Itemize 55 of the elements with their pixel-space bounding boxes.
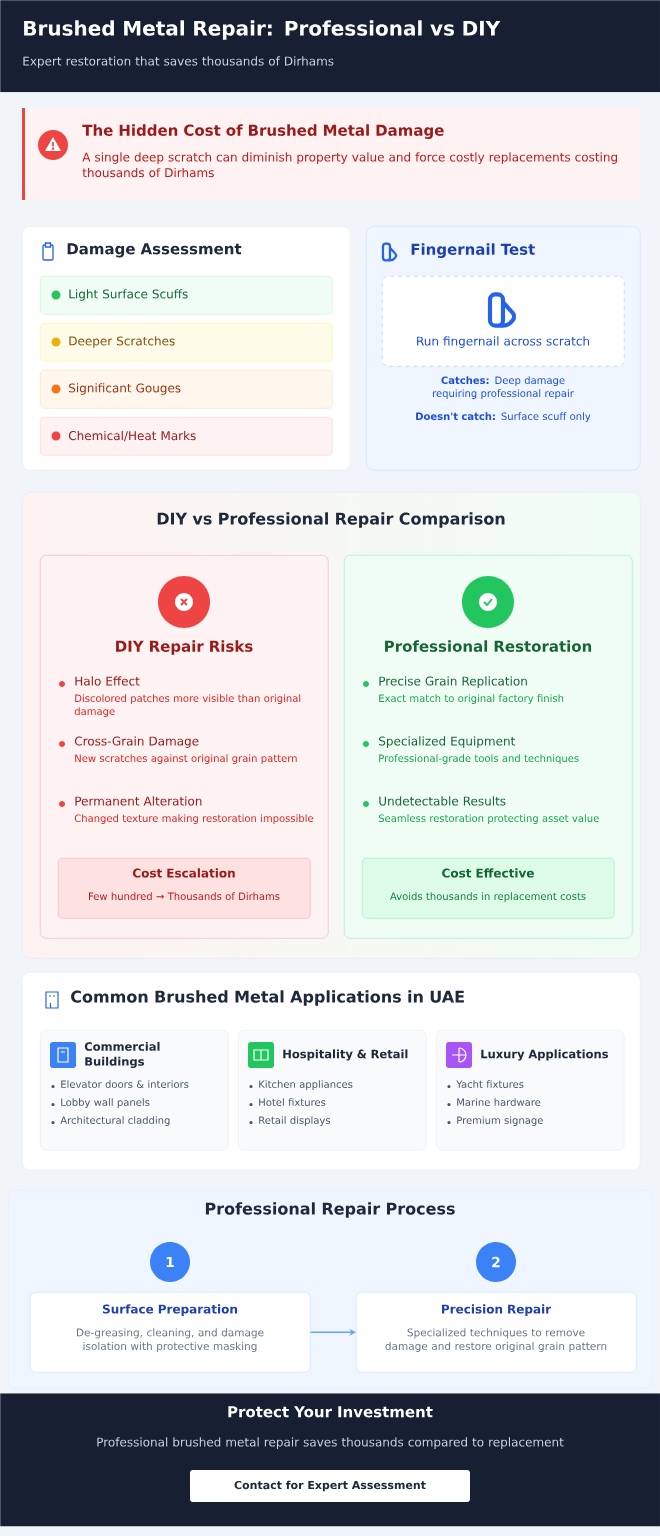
section-title: DIY vs Professional Repair Comparison	[157, 512, 505, 528]
point-title: Permanent Alteration	[75, 796, 202, 806]
list-item: Premium signage	[457, 1116, 543, 1126]
application-title: Hospitality & Retail	[283, 1049, 408, 1061]
step-number: 1	[150, 1242, 190, 1282]
severity-label: Deeper Scratches	[69, 336, 175, 348]
test-result: Doesn't catch: Surface scuff only	[416, 412, 591, 422]
point-title: Undetectable Results	[379, 796, 506, 806]
summary-title: Cost Escalation	[132, 868, 235, 878]
footer-text: Professional brushed metal repair saves thousands compared to replacement	[97, 1437, 564, 1449]
footer-title: Protect Your Investment	[228, 1406, 433, 1418]
list-item: Kitchen appliances	[259, 1080, 353, 1090]
point-text: Discolored patches more visible than original damage	[74, 694, 301, 717]
step-title: Precision Repair	[442, 1304, 552, 1316]
application-title: Luxury Applications	[481, 1049, 608, 1061]
point-title: Halo Effect	[75, 676, 140, 686]
list-item: Elevator doors & interiors	[61, 1080, 189, 1088]
summary-text: Few hundred → Thousands of Dirhams	[89, 892, 280, 900]
step-number: 2	[476, 1242, 516, 1282]
card-title: Fingernail Test	[411, 243, 535, 258]
point-text: Changed texture making restoration impossible	[74, 814, 314, 824]
instruction-text: Run fingernail across scratch	[417, 336, 589, 348]
subtitle: Expert restoration that saves thousands of Dirhams	[23, 56, 334, 68]
page-title: Brushed Metal Repair: Professional vs DIY	[24, 20, 501, 40]
point-text: Professional-grade tools and techniques	[379, 754, 579, 764]
point-title: Specialized Equipment	[379, 736, 515, 748]
section-title: Professional Repair Process	[205, 1202, 455, 1218]
point-text: Exact match to original factory finish	[379, 694, 564, 704]
step-text: De-greasing, cleaning, and damage isolation with protective masking	[76, 1328, 264, 1353]
summary-text: Avoids thousands in replacement costs	[390, 892, 586, 902]
severity-label: Light Surface Scuffs	[69, 289, 188, 301]
test-result: Catches: Deep damage requiring professional repair	[433, 376, 574, 399]
point-title: Cross-Grain Damage	[74, 736, 199, 748]
severity-label: Chemical/Heat Marks	[68, 430, 196, 442]
alert-text: A single deep scratch can diminish property value and force costly replacements costing thousands of Dirhams	[82, 152, 617, 178]
severity-label: Significant Gouges	[69, 383, 181, 395]
list-item: Hotel fixtures	[259, 1098, 326, 1106]
contact-button: Contact for Expert Assessment	[190, 1470, 470, 1502]
point-text: New scratches against original grain pattern	[75, 754, 297, 764]
card-title: Damage Assessment	[67, 243, 242, 258]
card-title: DIY Repair Risks	[116, 640, 253, 655]
point-text: Seamless restoration protecting asset value	[378, 814, 599, 824]
point-title: Precise Grain Replication	[379, 676, 527, 688]
application-title: Commercial Buildings	[84, 1041, 160, 1069]
step-text: Specialized techniques to remove damage and restore original grain pattern	[385, 1328, 607, 1353]
list-item: Lobby wall panels	[61, 1098, 150, 1108]
list-item: Marine hardware	[457, 1098, 541, 1106]
summary-title: Cost Effective	[442, 868, 534, 878]
list-item: Yacht fixtures	[456, 1080, 524, 1088]
card-title: Professional Restoration	[385, 640, 592, 652]
card-title: Common Brushed Metal Applications in UAE	[71, 990, 464, 1006]
list-item: Retail displays	[259, 1116, 331, 1126]
list-item: Architectural cladding	[60, 1116, 170, 1126]
step-title: Surface Preparation	[102, 1304, 237, 1316]
alert-title: The Hidden Cost of Brushed Metal Damage	[82, 124, 444, 139]
